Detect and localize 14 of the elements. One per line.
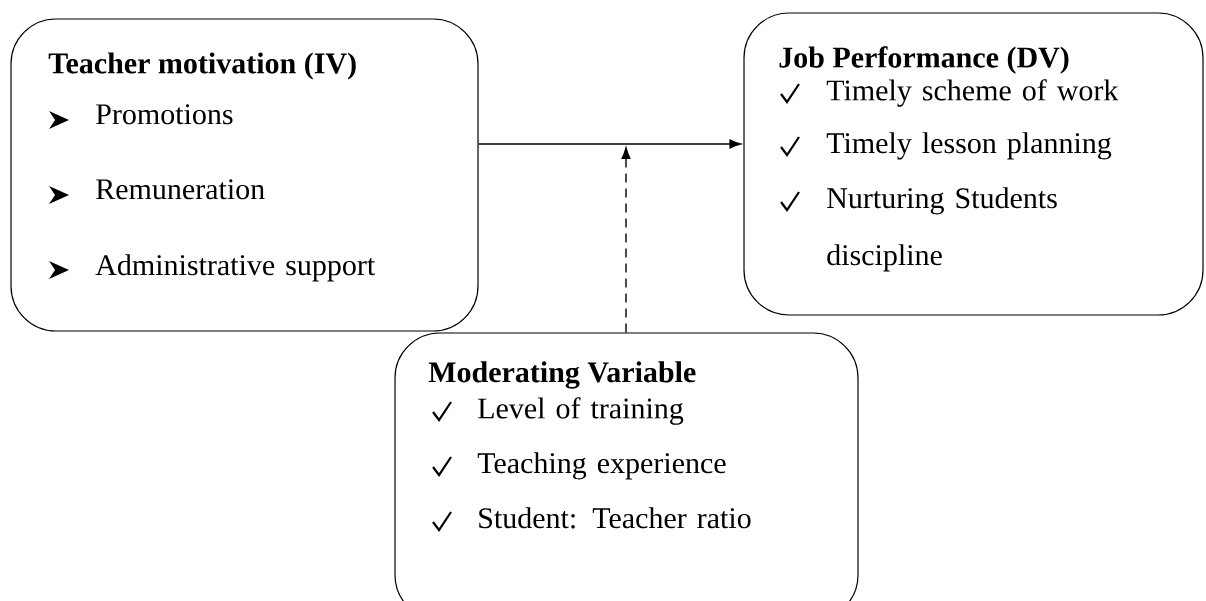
list-item: Timely scheme of work xyxy=(826,79,1119,107)
list-item: Administrative support xyxy=(95,254,375,282)
heading: Job Performance (DV) xyxy=(779,46,1069,74)
list-item: Level of training xyxy=(478,397,684,425)
heading: Moderating Variable xyxy=(428,361,696,389)
list-item: Timely lesson planning xyxy=(826,132,1112,160)
list-item: Student: Teacher ratio xyxy=(479,507,751,529)
arrow xyxy=(477,139,742,149)
arrow xyxy=(621,147,631,334)
list-item: Teaching experience xyxy=(477,452,726,480)
list-item: Promotions xyxy=(96,104,233,125)
heading: Teacher motivation (IV) xyxy=(48,52,356,80)
list-item: Remuneration xyxy=(96,179,265,200)
list-item: Nurturing Students discipline xyxy=(827,187,1057,272)
